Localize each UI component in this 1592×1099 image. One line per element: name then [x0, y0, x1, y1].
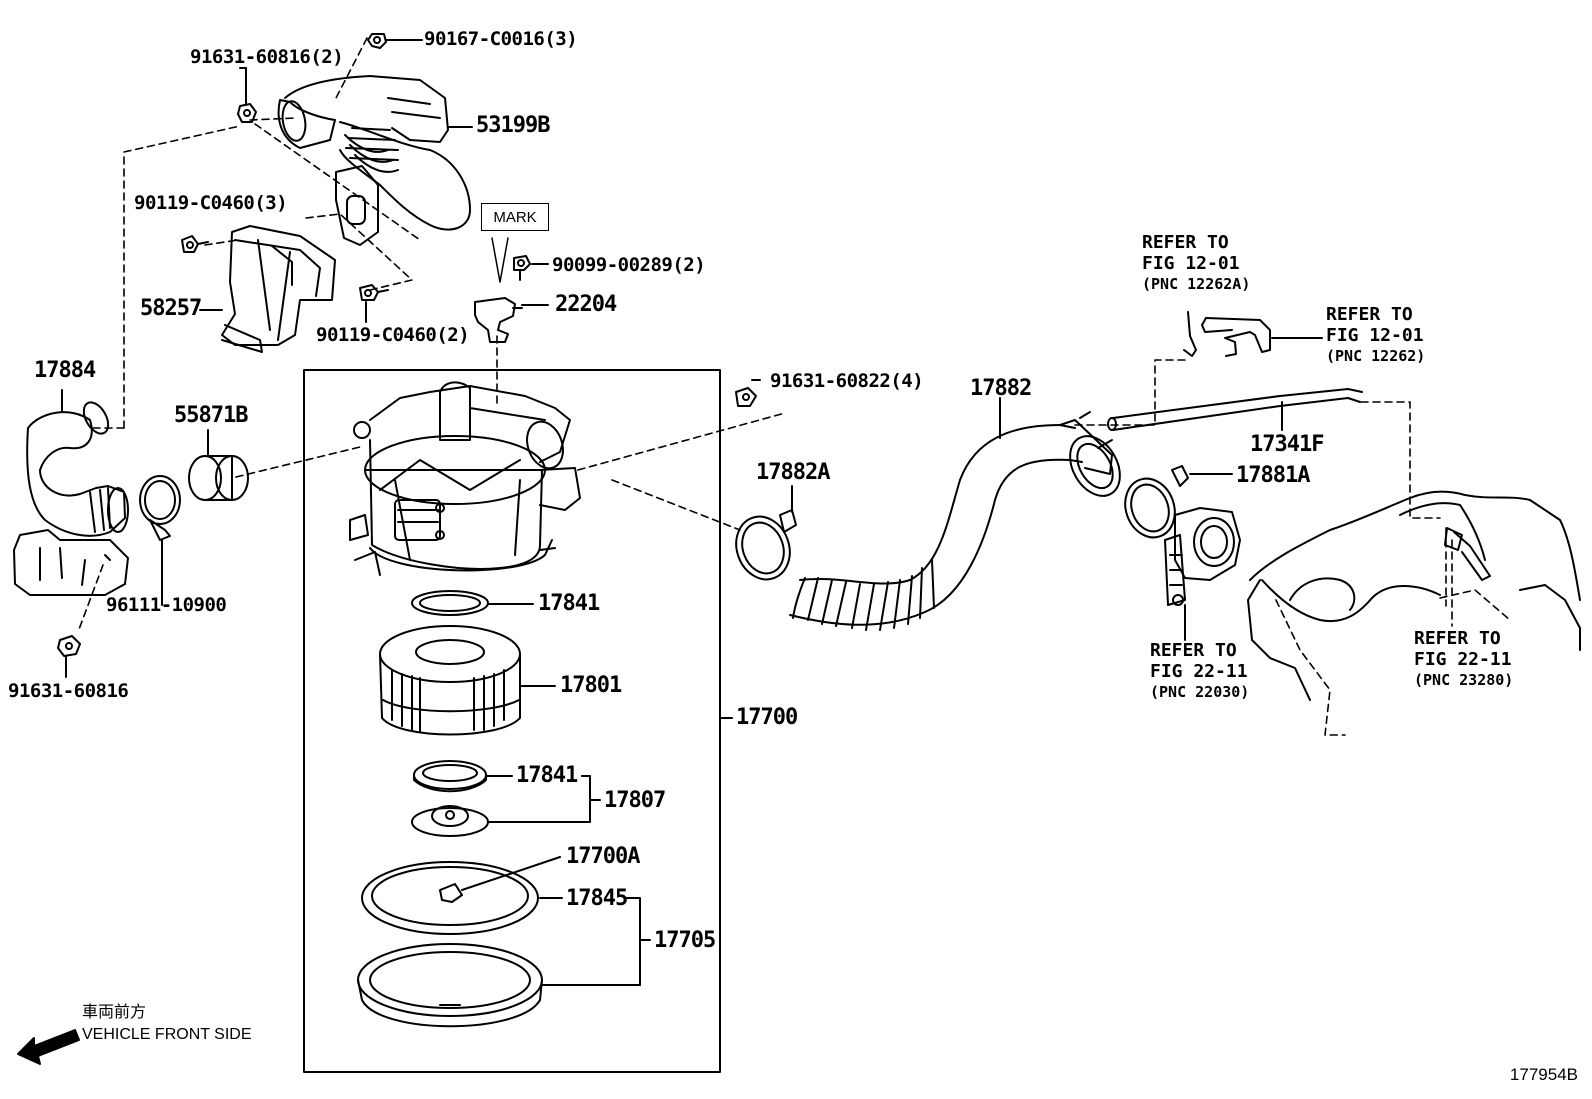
label-53199b: 53199B [476, 113, 550, 138]
sensor-22204 [474, 297, 523, 343]
label-17882a: 17882A [756, 460, 830, 485]
vehicle-front-jp: 車両前方 [82, 1004, 147, 1021]
ref-line1: REFER TO [1414, 628, 1501, 649]
label-58257: 58257 [140, 296, 202, 321]
ref-callout-23280: REFER TO FIG 22-11 (PNC 23280) [1414, 628, 1513, 691]
clamp-96111 [139, 475, 181, 541]
hose-17882 [789, 411, 1121, 631]
bolt-90167 [367, 33, 387, 49]
ref-line1: REFER TO [1326, 304, 1413, 325]
lower-case-17705 [357, 943, 543, 1028]
ref-line2: FIG 22-11 [1414, 649, 1512, 670]
label-17882: 17882 [970, 376, 1032, 401]
bolt-91631-60822 [735, 387, 757, 407]
gasket-17841-upper [411, 590, 489, 616]
label-17841-lower: 17841 [516, 763, 578, 788]
clamp-17881a [1124, 465, 1189, 539]
hose-55871b [188, 455, 249, 501]
clip-12262a [1183, 311, 1197, 357]
label-91631-60816: 91631-60816 [8, 680, 129, 702]
label-90167-c0016: 90167-C0016(3) [424, 28, 578, 50]
ref-pnc: (PNC 22030) [1150, 683, 1250, 701]
label-96111-10900: 96111-10900 [106, 594, 227, 616]
duct-17884 [26, 401, 129, 537]
ref-line2: FIG 12-01 [1326, 325, 1424, 346]
label-90119-c0460-2: 90119-C0460(2) [316, 324, 470, 346]
throttle-body [1164, 507, 1241, 606]
bolt-91631-upper [237, 103, 257, 123]
ref-pnc: (PNC 23280) [1414, 671, 1514, 689]
label-17807: 17807 [604, 788, 666, 813]
label-17700: 17700 [736, 705, 798, 730]
bolt-90099 [513, 255, 531, 281]
front-arrow [17, 1029, 80, 1065]
air-cleaner-case [349, 381, 581, 576]
label-17801: 17801 [560, 673, 622, 698]
label-17841-upper: 17841 [538, 591, 600, 616]
vehicle-front-en: VEHICLE FRONT SIDE [82, 1026, 252, 1043]
hose-12262 [1201, 317, 1271, 357]
illustration-id: 177954B [1509, 1065, 1578, 1084]
seal-17845 [361, 861, 539, 935]
label-17341f: 17341F [1250, 432, 1324, 457]
gasket-17841-lower [413, 760, 487, 793]
label-55871b: 55871B [174, 403, 248, 428]
ref-line1: REFER TO [1142, 232, 1229, 253]
bolt-90119-upper [181, 235, 209, 253]
label-91631-60816-2: 91631-60816(2) [190, 46, 344, 68]
ref-pnc: (PNC 12262) [1326, 347, 1426, 365]
air-cleaner-assembly-box [303, 369, 721, 1073]
label-17705: 17705 [654, 928, 716, 953]
label-17881a: 17881A [1236, 463, 1310, 488]
mark-box: MARK [481, 203, 549, 231]
ref-callout-12262a: REFER TO FIG 12-01 (PNC 12262A) [1142, 232, 1250, 295]
ref-line2: FIG 22-11 [1150, 661, 1248, 682]
filter-element-17801 [379, 625, 521, 736]
bolt-91631-lower [57, 635, 81, 657]
cap-17807 [411, 805, 489, 837]
vehicle-front-caption: 車両前方 VEHICLE FRONT SIDE [82, 1002, 252, 1046]
heat-shield-lower [13, 529, 129, 596]
label-22204: 22204 [555, 292, 617, 317]
label-90099-00289: 90099-00289(2) [552, 254, 706, 276]
panel-58257 [221, 225, 336, 353]
hose-17341f [1107, 388, 1363, 431]
clamp-17882a [735, 509, 797, 581]
label-90119-c0460-3: 90119-C0460(3) [134, 192, 288, 214]
label-17884: 17884 [34, 358, 96, 383]
intake-manifold [1247, 490, 1581, 701]
label-17700a: 17700A [566, 844, 640, 869]
ref-line1: REFER TO [1150, 640, 1237, 661]
ref-line2: FIG 12-01 [1142, 253, 1240, 274]
label-17845: 17845 [566, 886, 628, 911]
ref-pnc: (PNC 12262A) [1142, 275, 1251, 293]
bolt-90119-lower [359, 284, 389, 301]
ref-callout-22030: REFER TO FIG 22-11 (PNC 22030) [1150, 640, 1249, 703]
inlet-duct-53199b [277, 75, 471, 246]
ref-callout-12262: REFER TO FIG 12-01 (PNC 12262) [1326, 304, 1425, 367]
label-91631-60822: 91631-60822(4) [770, 370, 924, 392]
